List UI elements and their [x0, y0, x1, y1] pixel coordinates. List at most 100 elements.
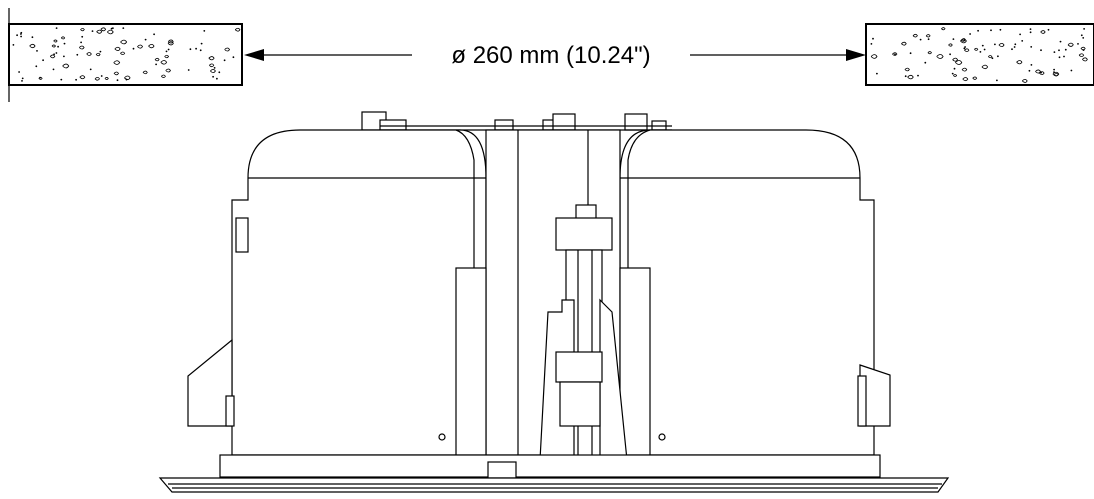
speckle — [870, 43, 873, 45]
speckle — [955, 60, 963, 65]
speckle — [100, 75, 103, 77]
speckle — [894, 53, 896, 56]
speckle — [38, 76, 43, 80]
speckle — [1059, 40, 1062, 43]
speckle — [104, 77, 109, 80]
speckle — [1058, 49, 1060, 52]
speckle — [1028, 69, 1031, 72]
speckle — [195, 47, 198, 50]
speckle — [199, 49, 202, 52]
speckle — [52, 68, 55, 71]
speckle — [1080, 46, 1086, 51]
speckle — [1082, 57, 1088, 62]
arrowhead-right — [846, 49, 866, 61]
arrowhead-left — [244, 49, 264, 61]
speckle — [161, 74, 166, 78]
dimension-line: ø 260 mm (10.24") — [244, 42, 866, 69]
speckle — [1053, 68, 1055, 71]
speckle — [167, 41, 174, 46]
speckle — [870, 54, 878, 59]
speckle — [80, 28, 85, 32]
speckle — [1035, 69, 1041, 74]
speckle — [1040, 30, 1046, 34]
speckle — [1014, 43, 1017, 46]
speckle — [55, 52, 58, 54]
speckle — [964, 46, 966, 48]
speckle — [12, 44, 15, 46]
speckle — [114, 46, 121, 51]
speckle — [94, 77, 100, 81]
speckle — [53, 39, 58, 43]
speckle — [187, 69, 190, 71]
speckle — [63, 42, 66, 45]
speckle — [18, 71, 20, 73]
speckle — [154, 57, 160, 62]
speckle — [904, 75, 907, 78]
speckle — [1030, 64, 1033, 66]
speckle — [983, 48, 986, 51]
speckle — [996, 79, 998, 82]
speckle — [224, 47, 230, 52]
speckle — [990, 29, 992, 32]
speckle — [120, 39, 128, 45]
speckle — [981, 44, 984, 47]
speckle — [81, 35, 84, 38]
speckle — [1064, 48, 1067, 51]
speckle — [925, 34, 931, 38]
speckle — [988, 55, 993, 59]
speckle — [948, 43, 953, 47]
speckle — [997, 55, 999, 58]
speckle — [961, 67, 968, 72]
speckle — [234, 27, 241, 32]
speckle — [35, 65, 38, 68]
speckle — [107, 29, 114, 35]
speckle — [1019, 33, 1021, 36]
speckle — [165, 68, 171, 73]
speckle — [936, 54, 944, 59]
speckle — [113, 71, 119, 76]
speckle — [912, 33, 918, 38]
speckle — [1029, 28, 1032, 30]
speckle — [165, 50, 168, 53]
speckle — [1058, 56, 1061, 59]
speckle — [951, 72, 954, 75]
speckle — [907, 74, 914, 80]
speckle — [89, 68, 92, 71]
speckle — [29, 43, 36, 49]
ceiling-block-left — [8, 8, 243, 102]
speckle — [974, 47, 979, 51]
speckle — [51, 44, 56, 48]
speckle — [223, 59, 226, 62]
speckle — [79, 75, 86, 80]
speckle — [62, 63, 70, 69]
speckle — [216, 77, 218, 80]
speckle — [210, 69, 216, 73]
speckle — [962, 77, 969, 82]
speckle — [160, 60, 168, 65]
speckle — [189, 48, 192, 51]
speckle — [1078, 53, 1085, 58]
speckle — [961, 38, 966, 41]
speckle — [137, 44, 143, 49]
speckle — [963, 47, 966, 50]
speckle — [872, 37, 874, 40]
speckle — [21, 80, 23, 82]
speckle — [80, 41, 82, 44]
speckle — [21, 77, 24, 80]
speckle — [1029, 31, 1032, 34]
speckle — [909, 52, 912, 55]
speckle — [218, 71, 221, 74]
speckle — [60, 36, 66, 40]
speckle — [20, 31, 23, 34]
speckle — [16, 34, 18, 37]
speckle — [927, 51, 932, 55]
speckle — [110, 27, 113, 30]
speckle — [120, 51, 126, 56]
speckle — [917, 74, 919, 77]
speckle — [91, 30, 94, 32]
speaker-housing — [158, 111, 950, 493]
speckle — [972, 76, 978, 80]
speckle — [208, 56, 215, 61]
speckle — [892, 52, 898, 56]
speckle — [113, 60, 121, 65]
